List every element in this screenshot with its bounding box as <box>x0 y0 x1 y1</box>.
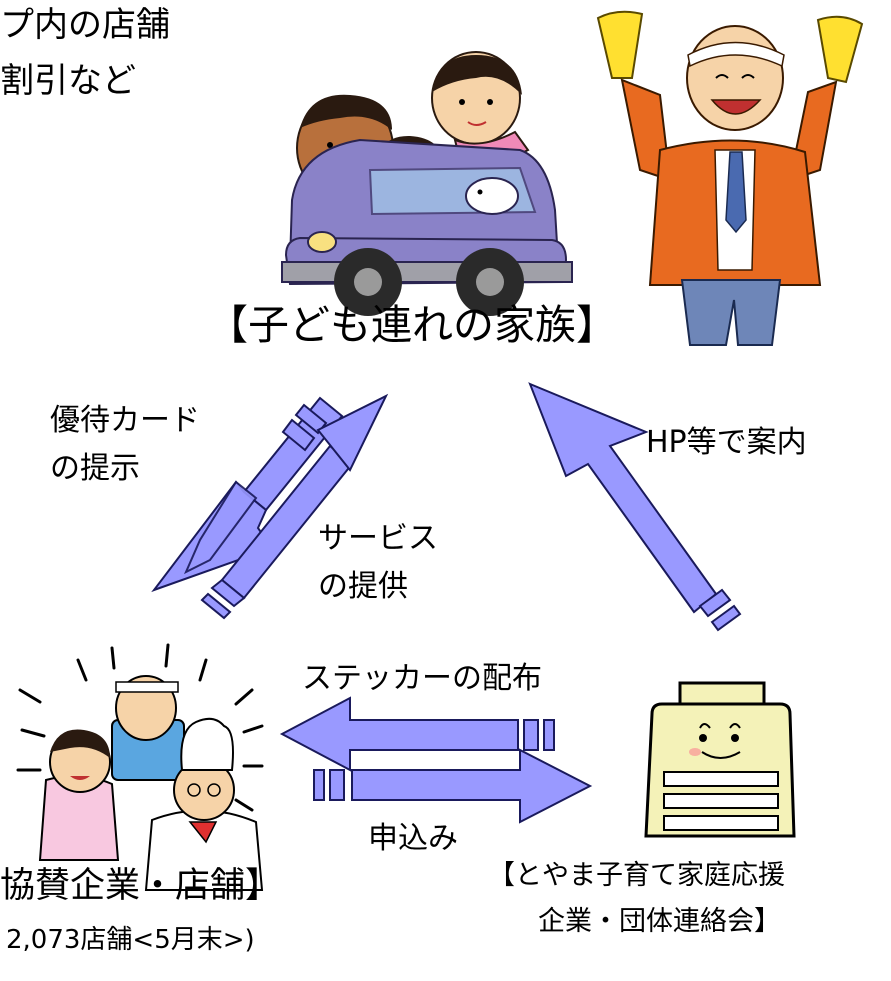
application-label: 申込み <box>368 821 458 856</box>
top-left-text-line1: プ内の店舗 <box>0 5 170 45</box>
arrow-application <box>313 748 593 824</box>
arrow-service-provision <box>200 393 389 620</box>
card-presentation-label-line1: 優待カード <box>50 403 200 438</box>
service-label-line1: サービス <box>318 521 438 556</box>
sponsor-label: 協賛企業・店舗】 <box>0 866 281 906</box>
hp-guidance-label: HP等で案内 <box>646 425 807 460</box>
shop-staff-illustration <box>16 643 264 891</box>
council-box-illustration <box>644 681 796 838</box>
top-left-text-line2: 割引など <box>0 61 136 101</box>
cheering-man-illustration <box>596 10 864 346</box>
service-label-line2: の提供 <box>318 569 408 604</box>
council-label-line1: 【とやま子育て家庭応援 <box>488 860 785 891</box>
card-presentation-label-line2: の提示 <box>50 451 140 486</box>
arrow-hp-guidance <box>528 382 742 632</box>
sticker-distribution-label: ステッカーの配布 <box>302 661 542 696</box>
arrow-sticker-distribution <box>279 696 555 772</box>
sponsor-count: 2,073店舗<5月末>) <box>6 925 255 955</box>
family-label: 【子ども連れの家族】 <box>207 301 617 349</box>
council-label-line2: 企業・団体連絡会】 <box>538 906 781 937</box>
family-car-illustration <box>281 51 573 316</box>
arrow-card-presentation <box>151 396 344 593</box>
